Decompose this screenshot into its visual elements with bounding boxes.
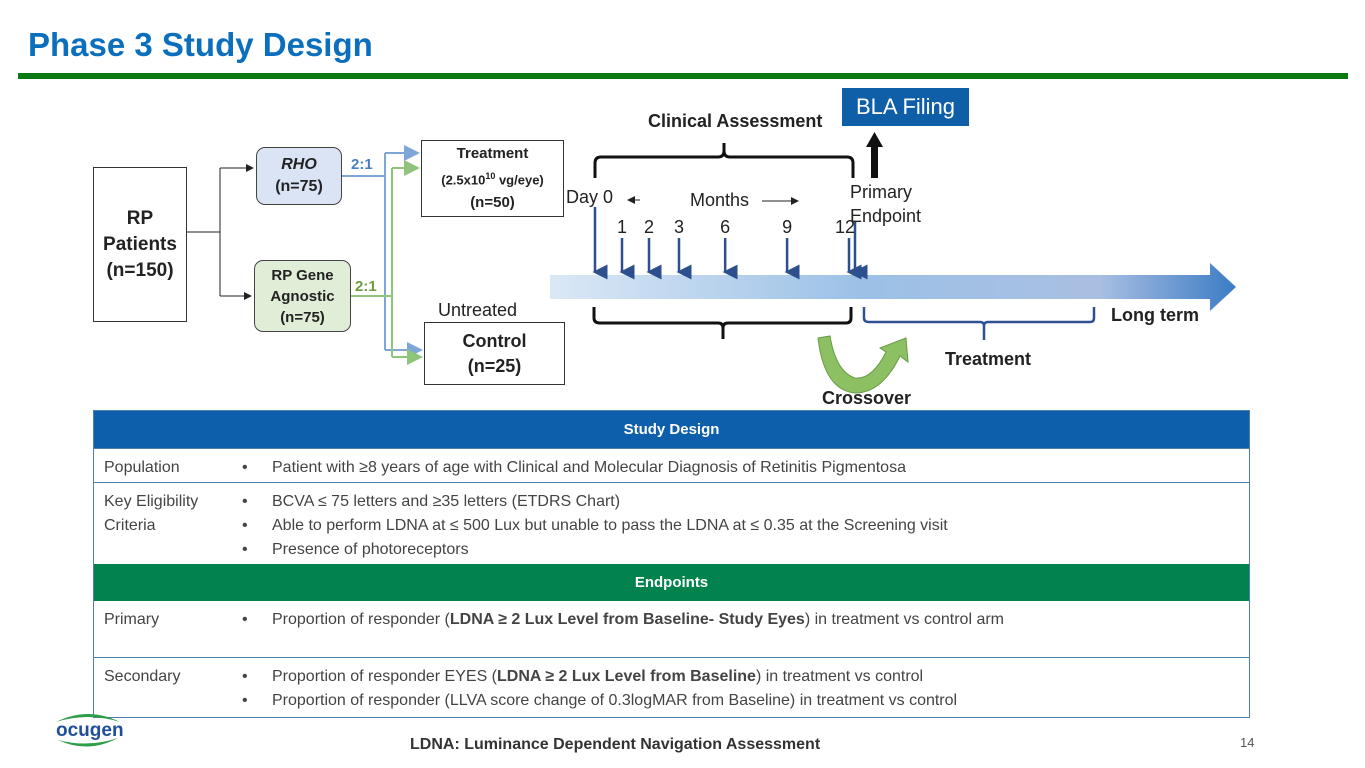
month-label-9: 9 xyxy=(782,217,793,237)
assessment-period-brace xyxy=(592,307,853,339)
rho-allocation-arrows xyxy=(342,145,423,358)
svg-text:ocugen: ocugen xyxy=(56,720,124,741)
bullet-icon: • xyxy=(242,611,248,628)
control-arm-box: Control (n=25) xyxy=(424,322,565,385)
slide-title: Phase 3 Study Design xyxy=(28,26,373,63)
rho-ratio: 2:1 xyxy=(351,156,373,173)
page-number: 14 xyxy=(1240,735,1255,750)
gene-agnostic-line1: RP Gene xyxy=(271,266,334,284)
bullet-text: Able to perform LDNA at ≤ 500 Lux but un… xyxy=(272,517,948,534)
treatment-period-brace xyxy=(862,307,1096,340)
bullet-icon: • xyxy=(242,493,248,510)
gene-agnostic-line2: Agnostic xyxy=(270,287,335,305)
population-row: Population • Patient with ≥8 years of age… xyxy=(94,448,1249,482)
bullet-icon: • xyxy=(242,692,248,709)
agnostic-allocation-arrows xyxy=(351,160,423,365)
rho-group-count: (n=75) xyxy=(275,178,323,195)
rp-patients-box: RP Patients (n=150) xyxy=(93,167,187,322)
treatment-dose: (2.5x1010 vg/eye) xyxy=(441,171,544,188)
bullet-icon: • xyxy=(242,668,248,685)
crossover-label: Crossover xyxy=(822,388,912,408)
rp-branch-connector xyxy=(187,164,254,300)
month-label-1: 1 xyxy=(617,217,628,237)
treatment-arm-count: (n=50) xyxy=(470,193,515,211)
month-label-6: 6 xyxy=(720,217,731,237)
rp-patients-line1: RP xyxy=(126,207,154,229)
treatment-arm-box: Treatment (2.5x1010 vg/eye) (n=50) xyxy=(421,140,564,217)
bullet-text: Patient with ≥8 years of age with Clinic… xyxy=(272,459,906,476)
title-divider xyxy=(18,73,1348,79)
long-term-label: Long term xyxy=(1111,305,1199,325)
endpoints-header: Endpoints xyxy=(94,564,1249,601)
timeline-arrow xyxy=(550,263,1236,311)
clinical-assessment-brace xyxy=(593,143,855,178)
control-arm-title: Control xyxy=(462,330,527,351)
untreated-label: Untreated xyxy=(438,300,518,320)
clinical-assessment-label: Clinical Assessment xyxy=(648,111,823,131)
crossover-arrow xyxy=(817,335,909,394)
bullet-text: Presence of photoreceptors xyxy=(272,541,469,558)
row-label: Population xyxy=(104,459,180,476)
bla-up-arrow xyxy=(866,132,883,178)
row-label: Secondary xyxy=(104,668,181,685)
study-flow-diagram xyxy=(187,132,1236,394)
bullet-text: BCVA ≤ 75 letters and ≥35 letters (ETDRS… xyxy=(272,493,621,510)
day0-label: Day 0 xyxy=(566,187,614,207)
rp-patients-line2: Patients xyxy=(103,233,177,255)
rho-group-box: RHO (n=75) xyxy=(256,147,342,205)
secondary-endpoint-row: Secondary • Proportion of responder EYES … xyxy=(94,657,1249,717)
row-label: Primary xyxy=(104,611,160,628)
gene-agnostic-group-box: RP Gene Agnostic (n=75) xyxy=(254,260,351,332)
month-label-3: 3 xyxy=(674,217,685,237)
bullet-icon: • xyxy=(242,517,248,534)
study-design-header: Study Design xyxy=(94,411,1249,448)
bullet-text: Proportion of responder (LLVA score chan… xyxy=(272,692,958,709)
months-label: Months xyxy=(690,190,750,210)
primary-endpoint-label: Primary Endpoint xyxy=(850,182,922,226)
bullet-text: Proportion of responder (LDNA ≥ 2 Lux Le… xyxy=(272,611,1004,628)
gene-agnostic-ratio: 2:1 xyxy=(355,278,377,295)
month-label-12: 12 xyxy=(835,217,856,237)
footnote: LDNA: Luminance Dependent Navigation Ass… xyxy=(410,736,821,753)
ocugen-logo: ocugen xyxy=(56,714,124,747)
rp-patients-count: (n=150) xyxy=(106,259,174,281)
bla-filing-box: BLA Filing xyxy=(842,88,969,126)
month-label-2: 2 xyxy=(644,217,655,237)
bullet-text: Proportion of responder EYES (LDNA ≥ 2 L… xyxy=(272,668,924,685)
treatment-arm-title: Treatment xyxy=(456,145,529,163)
treatment-period-label: Treatment xyxy=(945,349,1032,369)
rho-group-name: RHO xyxy=(281,156,317,173)
gene-agnostic-count: (n=75) xyxy=(280,308,325,326)
primary-endpoint-row: Primary • Proportion of responder (LDNA ≥… xyxy=(94,601,1249,657)
bullet-icon: • xyxy=(242,459,248,476)
study-design-table: Study Design Population • Patient with ≥8… xyxy=(93,410,1250,718)
bullet-icon: • xyxy=(242,541,248,558)
control-arm-count: (n=25) xyxy=(467,355,522,376)
